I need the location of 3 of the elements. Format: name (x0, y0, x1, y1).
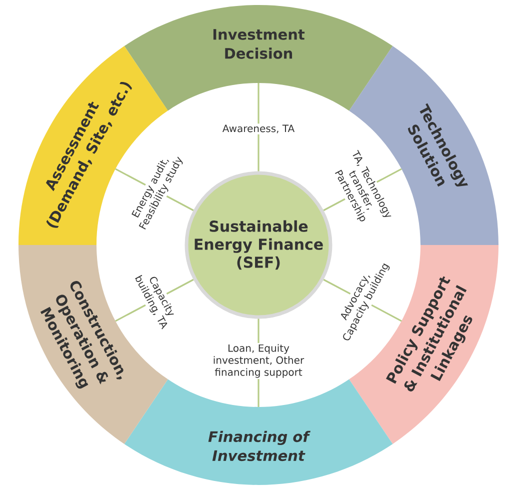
spoke-line (258, 83, 260, 172)
edge-label: Loan, Equity investment, Other financing support (212, 342, 306, 380)
edge-label: Awareness, TA (221, 124, 296, 134)
